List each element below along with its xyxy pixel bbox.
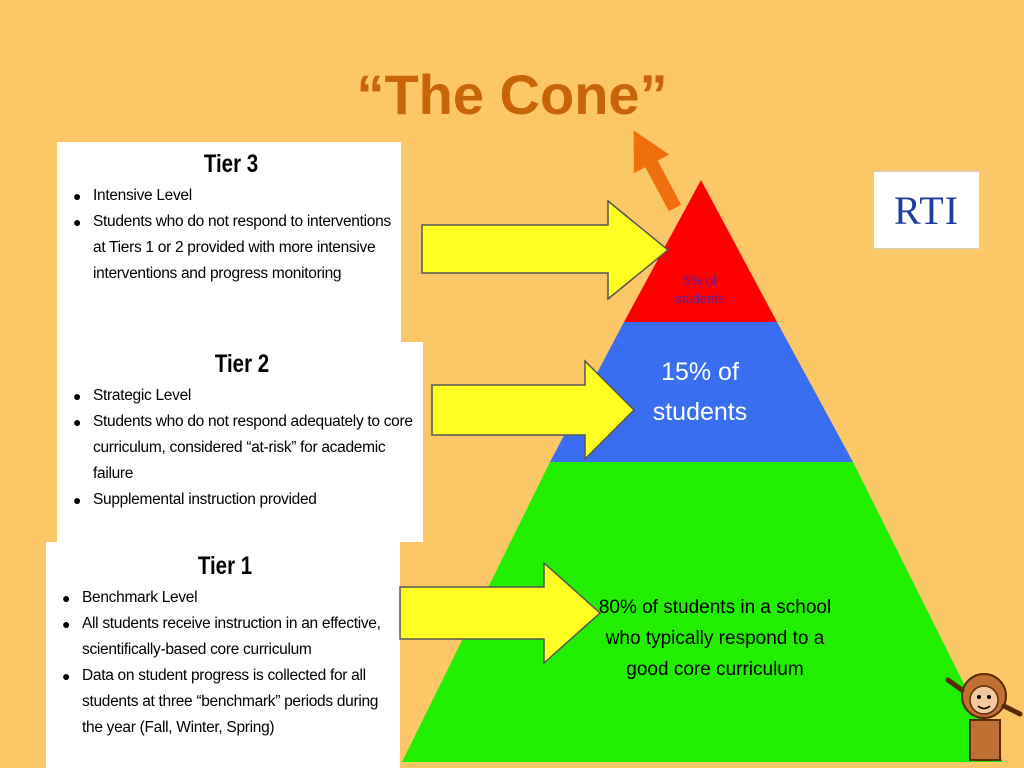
tier-1-bullet: ● Data on student progress is collected f… — [60, 663, 390, 741]
tier-1-list: ● Benchmark Level ● All students receive i… — [60, 585, 390, 741]
bullet-icon: ● — [62, 616, 71, 632]
bullet-icon: ● — [73, 188, 82, 204]
tier-2-list: ● Strategic Level ● Students who do not re… — [71, 383, 413, 513]
tier-2-bullet: ● Students who do not respond adequately … — [71, 409, 413, 487]
arrow-right-icon — [421, 199, 670, 301]
bullet-icon: ● — [73, 388, 82, 404]
tier-2-heading: Tier 2 — [214, 350, 270, 378]
tier-2-bullet-text: Students who do not respond adequately t… — [93, 413, 413, 482]
bullet-icon: ● — [73, 414, 82, 430]
tier-2-bullet-text: Strategic Level — [93, 387, 192, 404]
tier-3-bullet-text: Intensive Level — [93, 187, 192, 204]
rti-badge: RTI — [873, 171, 980, 249]
bullet-icon: ● — [73, 214, 82, 230]
tier-3-box: Tier 3 ● Intensive Level ● Students who do… — [57, 142, 401, 372]
tier-2-bullet: ● Supplemental instruction provided — [71, 487, 413, 513]
tier-1-bullet: ● All students receive instruction in an … — [60, 611, 390, 663]
tier-2-bullet-text: Supplemental instruction provided — [93, 491, 317, 508]
tier-2-bullet: ● Strategic Level — [71, 383, 413, 409]
cartoon-mascot-icon — [945, 673, 1023, 761]
rti-badge-label: RTI — [893, 187, 960, 233]
tier-1-bullet-text: Data on student progress is collected fo… — [82, 667, 379, 736]
arrow-up-left-icon — [633, 130, 682, 212]
tier-1-bullet-text: Benchmark Level — [82, 589, 198, 606]
tier-1-box: Tier 1 ● Benchmark Level ● All students re… — [46, 542, 400, 768]
bullet-icon: ● — [62, 668, 71, 684]
tier-1-bullet-text: All students receive instruction in an e… — [82, 615, 381, 658]
slide-title: “The Cone” — [356, 63, 668, 126]
tier-3-bullet-text: Students who do not respond to intervent… — [93, 213, 391, 282]
tier-3-list: ● Intensive Level ● Students who do not re… — [71, 183, 391, 287]
tier-1-bullet: ● Benchmark Level — [60, 585, 390, 611]
tier-1-heading: Tier 1 — [197, 552, 253, 580]
bullet-icon: ● — [62, 590, 71, 606]
tier-3-bullet: ● Intensive Level — [71, 183, 391, 209]
tier-3-heading: Tier 3 — [203, 150, 259, 178]
tier-2-box: Tier 2 ● Strategic Level ● Students who do… — [57, 342, 423, 542]
arrow-right-icon — [399, 561, 602, 665]
arrow-right-icon — [431, 359, 636, 461]
tier-3-bullet: ● Students who do not respond to interven… — [71, 209, 391, 287]
pyramid-bottom-label: 80% of students in a school who typicall… — [598, 597, 832, 680]
bullet-icon: ● — [73, 492, 82, 508]
